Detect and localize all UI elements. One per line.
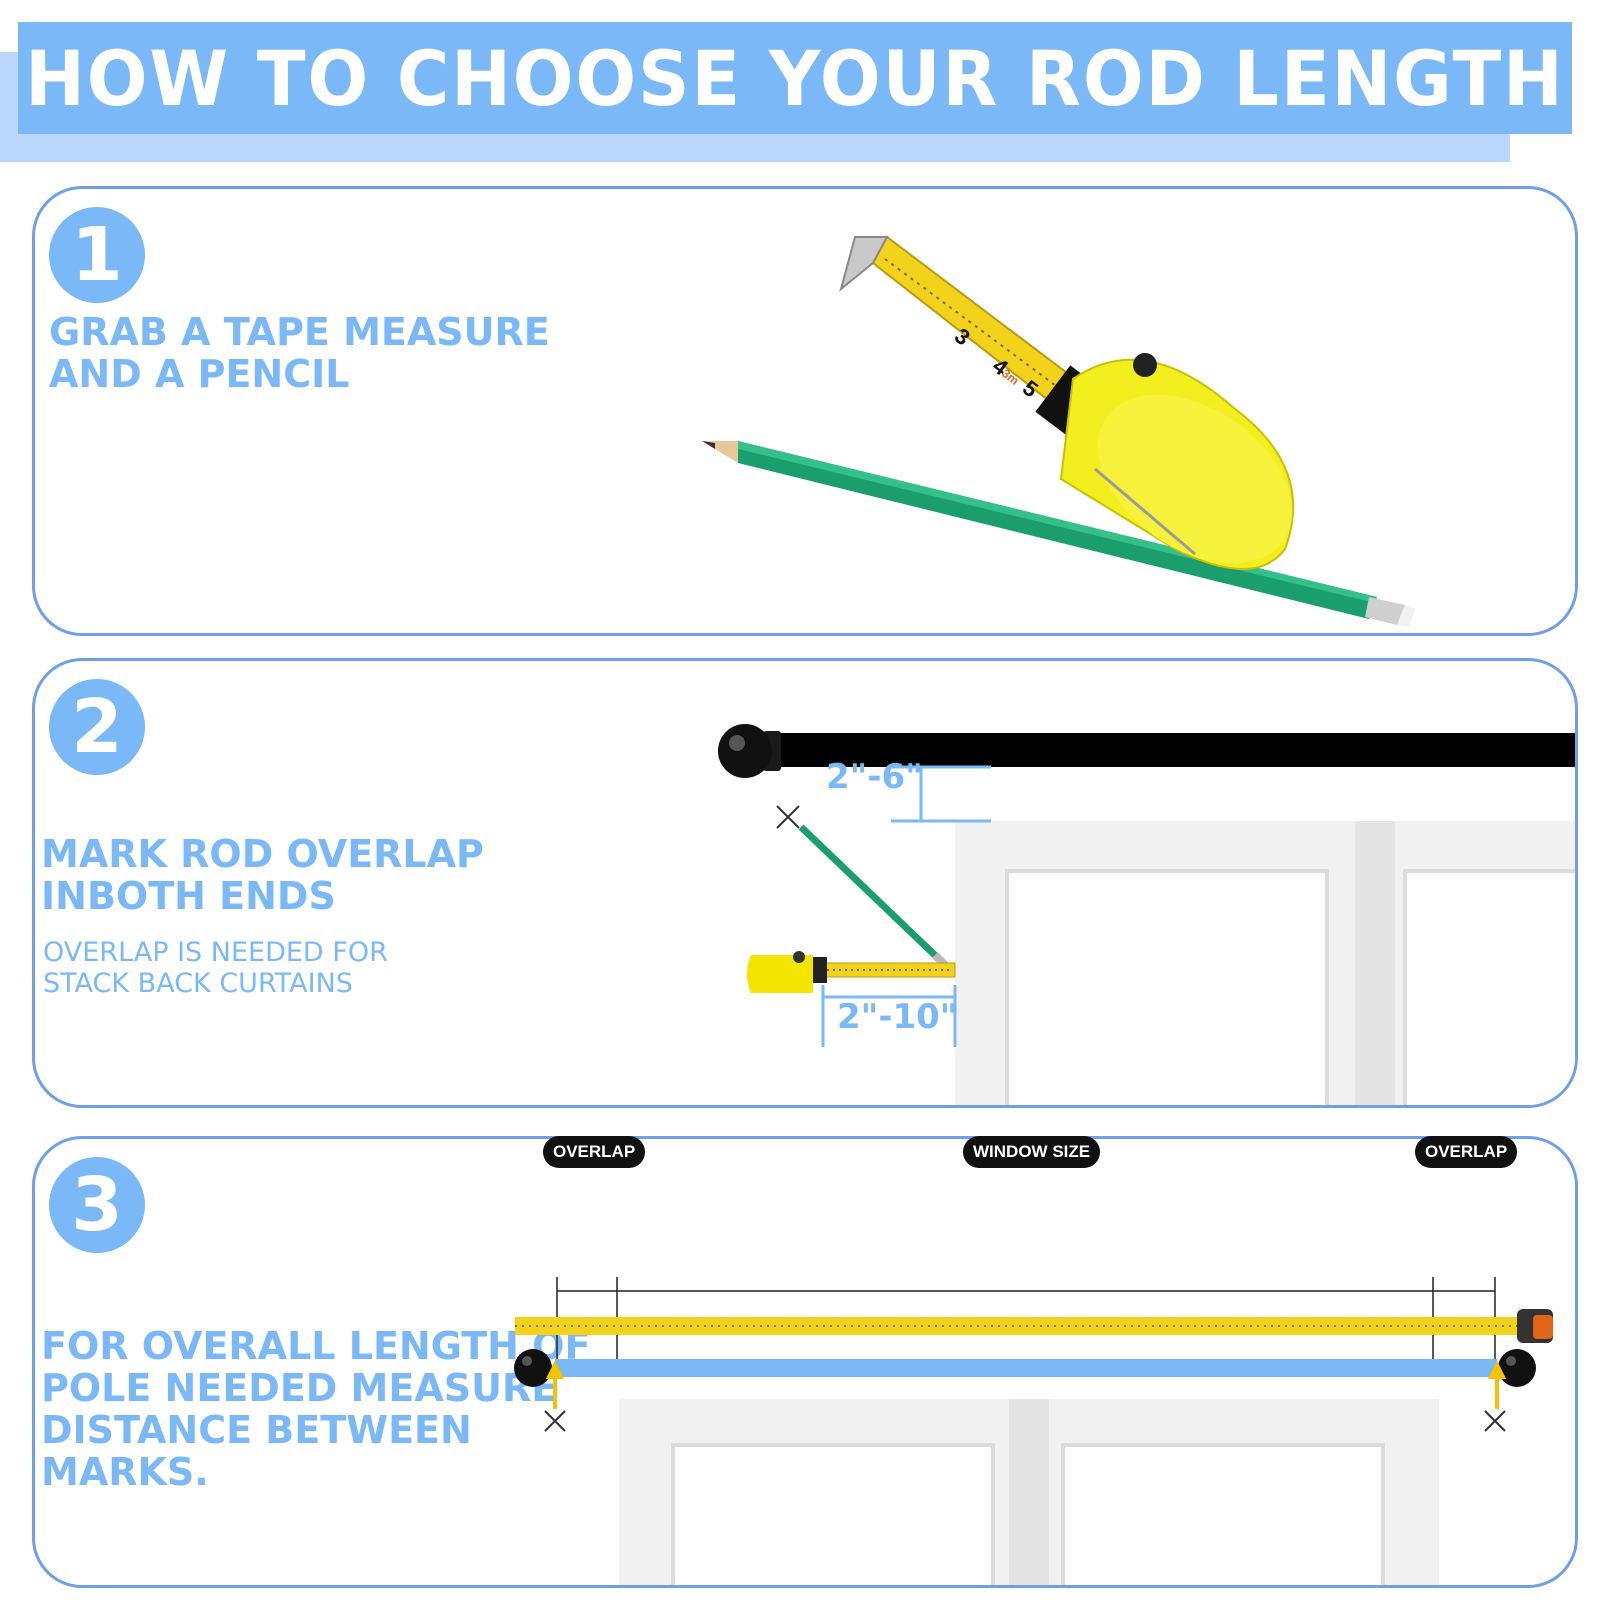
step-2-note-line-2: STACK BACK CURTAINS [43,968,353,999]
page-title: HOW TO CHOOSE YOUR ROD LENGTH [25,33,1565,123]
title-banner: HOW TO CHOOSE YOUR ROD LENGTH [18,22,1572,134]
measure-illustration [514,1277,1553,1585]
pencil-icon [702,441,1415,627]
step-2-number: 2 [71,684,123,770]
step-2-note-line-1: OVERLAP IS NEEDED FOR [43,937,388,968]
step-3-panel: 3 FOR OVERALL LENGTH OF POLE NEEDED MEAS… [32,1136,1578,1588]
step-3-number: 3 [71,1162,123,1248]
rod-height-dimension: 2"-6" [826,757,923,797]
step-1-heading: GRAB A TAPE MEASURE AND A PENCIL [49,311,550,395]
window-size-chip: WINDOW SIZE [963,1136,1101,1168]
overlap-dimension: 2"-10" [837,997,958,1037]
step-3-heading: FOR OVERALL LENGTH OF POLE NEEDED MEASUR… [41,1325,590,1493]
step-1-heading-line-1: GRAB A TAPE MEASURE [49,310,550,354]
overlap-illustration [718,724,1575,1105]
window-icon [619,1399,1439,1585]
step-2-note: OVERLAP IS NEEDED FOR STACK BACK CURTAIN… [43,937,388,999]
step-2-badge: 2 [49,679,145,775]
step-3-heading-line-3: DISTANCE BETWEEN [41,1408,472,1452]
step-3-heading-line-1: FOR OVERALL LENGTH OF [41,1324,591,1368]
curtain-rod-icon [718,724,1575,778]
tape-measure-icon [515,1309,1553,1343]
step-3-heading-line-2: POLE NEEDED MEASURE [41,1366,558,1410]
tape-measure-icon [747,951,956,993]
step-1-heading-line-2: AND A PENCIL [49,352,350,396]
cross-mark-icon [776,805,800,829]
step-2-heading: MARK ROD OVERLAP INBOTH ENDS [41,833,484,917]
overlap-right-chip: OVERLAP [1415,1136,1518,1168]
curtain-rod-icon [514,1349,1536,1387]
step-3-badge: 3 [49,1157,145,1253]
step-1-panel: 1 GRAB A TAPE MEASURE AND A PENCIL 3 4 5… [32,186,1578,636]
tape-measure-icon: 3 4 5 3m [839,235,1295,570]
step-3-heading-line-4: MARKS. [41,1450,209,1494]
pencil-icon [798,824,950,970]
window-icon [955,821,1575,1105]
step-2-heading-line-1: MARK ROD OVERLAP [41,832,484,876]
cross-mark-icon [544,1410,1506,1432]
step-1-number: 1 [71,212,123,298]
step-1-badge: 1 [49,207,145,303]
step-2-heading-line-2: INBOTH ENDS [41,874,336,918]
overlap-left-chip: OVERLAP [543,1136,646,1168]
step-2-panel: 2 MARK ROD OVERLAP INBOTH ENDS OVERLAP I… [32,658,1578,1108]
tape-and-pencil-illustration: 3 4 5 3m [702,235,1415,627]
arrow-up-icon [545,1360,1507,1409]
